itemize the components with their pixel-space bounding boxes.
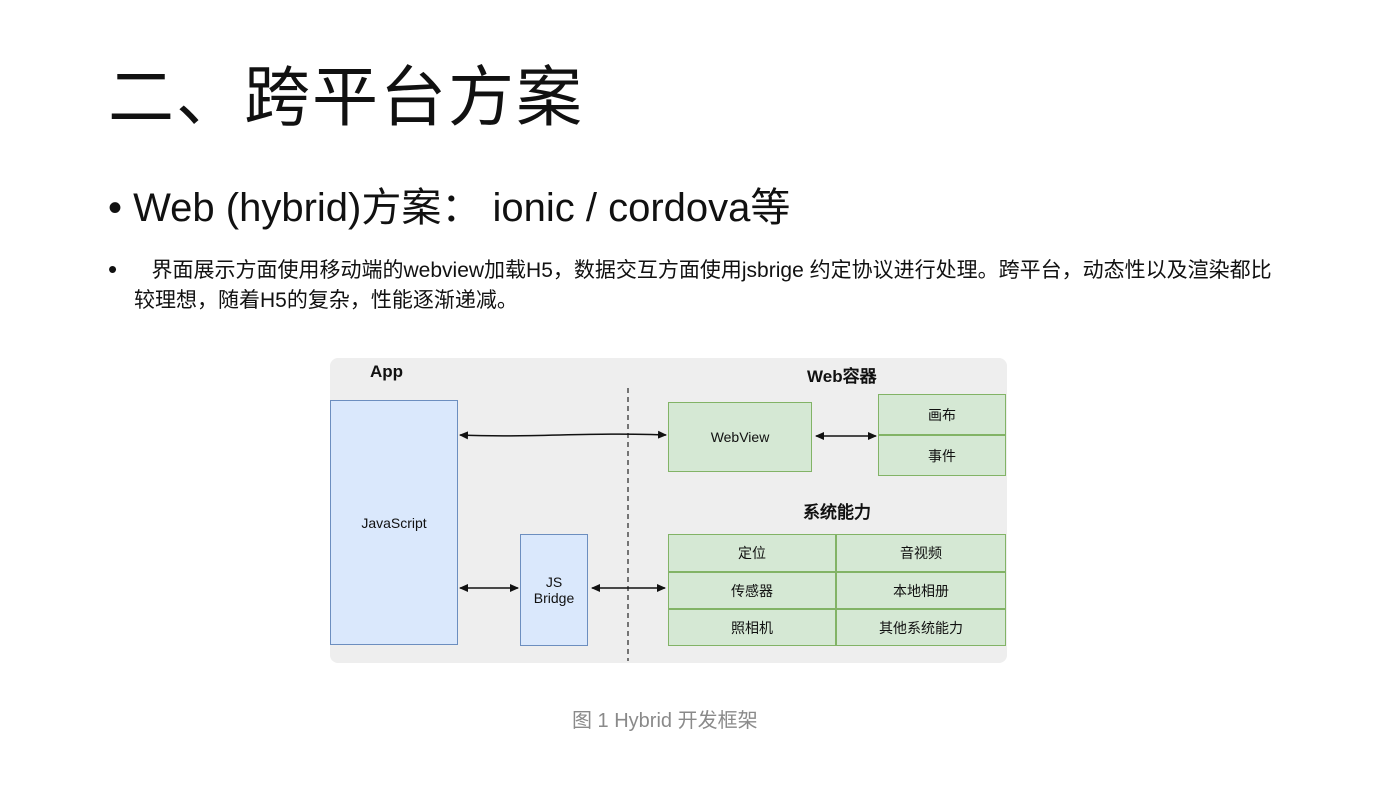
capability-photo-album: 本地相册 <box>836 572 1006 609</box>
capability-location: 定位 <box>668 534 836 572</box>
capability-other: 其他系统能力 <box>836 609 1006 646</box>
bullet-description-content: 界面展示方面使用移动端的webview加载H5，数据交互方面使用jsbrige … <box>134 259 1272 312</box>
javascript-box: JavaScript <box>330 400 458 645</box>
connector-layer <box>459 388 877 661</box>
capability-audio-video: 音视频 <box>836 534 1006 572</box>
web-container-label: Web容器 <box>807 367 877 386</box>
slide-title: 二、跨平台方案 <box>108 60 584 134</box>
app-label: App <box>370 362 404 381</box>
webview-box: WebView <box>668 402 812 472</box>
system-capability-label: 系统能力 <box>803 503 871 522</box>
jsbridge-box: JS Bridge <box>520 534 588 646</box>
jsbridge-line1: JS <box>545 574 563 590</box>
canvas-box: 画布 <box>878 394 1006 435</box>
arrow-javascript-webview <box>459 430 667 440</box>
jsbridge-line2: Bridge <box>533 590 575 606</box>
capability-sensor: 传感器 <box>668 572 836 609</box>
bullet-description: • 界面展示方面使用移动端的webview加载H5，数据交互方面使用jsbrig… <box>108 254 1288 316</box>
bullet-description-text: 界面展示方面使用移动端的webview加载H5，数据交互方面使用jsbrige … <box>108 256 1288 316</box>
bullet-dot: • <box>108 186 123 230</box>
capability-camera: 照相机 <box>668 609 836 646</box>
hybrid-diagram: App Web容器 JavaScript JS Bridge WebView 画… <box>330 358 1007 663</box>
bullet-dot: • <box>108 254 118 284</box>
events-box: 事件 <box>878 435 1006 476</box>
figure-caption: 图 1 Hybrid 开发框架 <box>572 710 758 732</box>
bullet-hybrid: • Web (hybrid)方案： ionic / cordova等 <box>108 184 790 232</box>
bullet-hybrid-text: Web (hybrid)方案： ionic / cordova等 <box>133 186 791 230</box>
